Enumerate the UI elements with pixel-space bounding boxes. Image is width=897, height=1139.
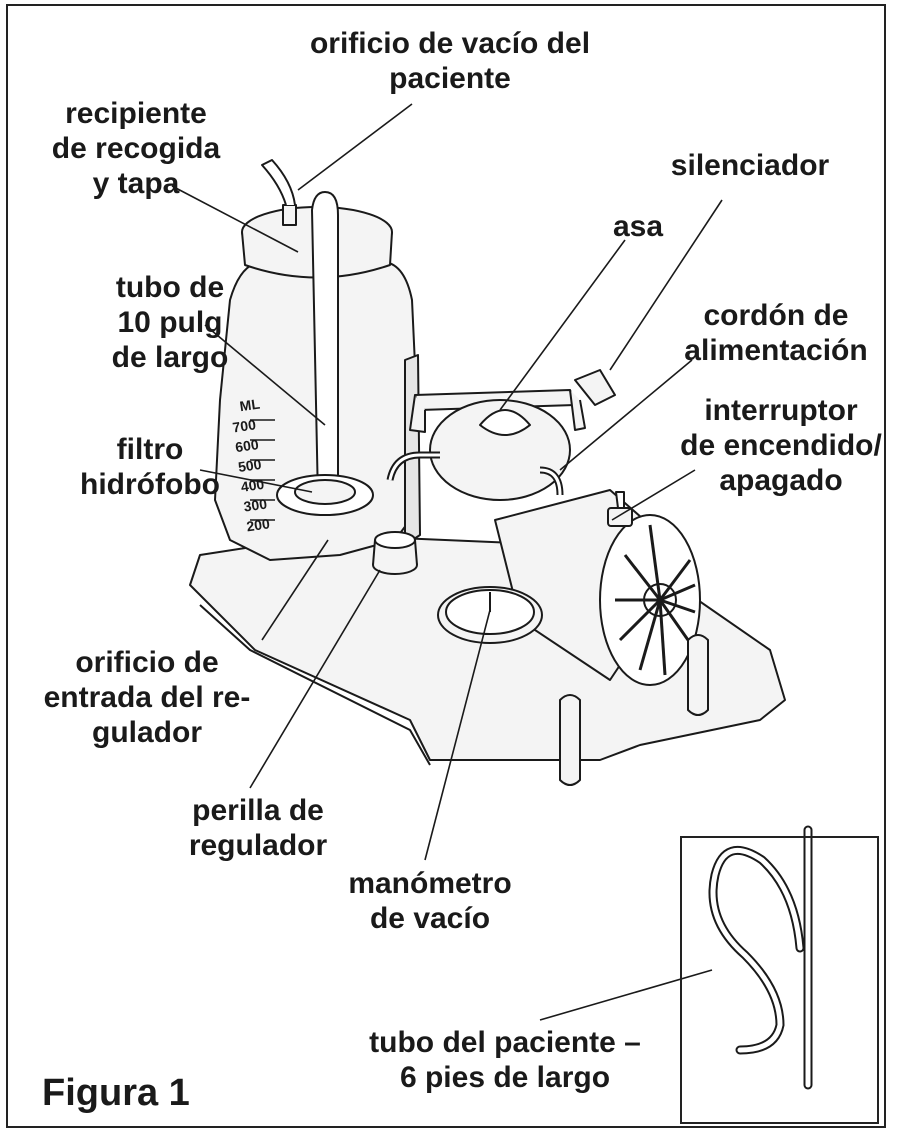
figure-frame xyxy=(6,4,886,1128)
label-regulator-knob: perilla de regulador xyxy=(188,794,328,862)
muffler xyxy=(574,369,616,406)
canister-scale-unit: ML xyxy=(238,395,261,415)
label-power-switch: interruptor de encendido/ apagado xyxy=(680,394,882,497)
label-canister: recipiente de recogida y tapa xyxy=(51,97,221,200)
label-patient-tube: tubo del paciente – 6 pies de largo xyxy=(369,1026,641,1094)
label-handle: asa xyxy=(612,210,664,243)
pump-head xyxy=(429,399,571,501)
figure-title: Figura 1 xyxy=(42,1072,190,1114)
label-patient-vacuum-port: orificio de vacío del paciente xyxy=(309,27,591,95)
label-tube-10in: tubo de 10 pulg de largo xyxy=(111,271,229,374)
scale-tick-label: 200 xyxy=(245,515,271,535)
label-muffler: silenciador xyxy=(670,149,830,182)
label-power-cord: cordón de alimentación xyxy=(684,299,868,367)
patient-tube-inset xyxy=(680,836,879,1124)
label-filter: filtro hidrófobo xyxy=(80,433,220,501)
label-vacuum-gauge: manómetro de vacío xyxy=(348,867,512,935)
inner-tube xyxy=(311,191,339,501)
label-regulator-inlet: orificio de entrada del re- gulador xyxy=(43,646,251,749)
